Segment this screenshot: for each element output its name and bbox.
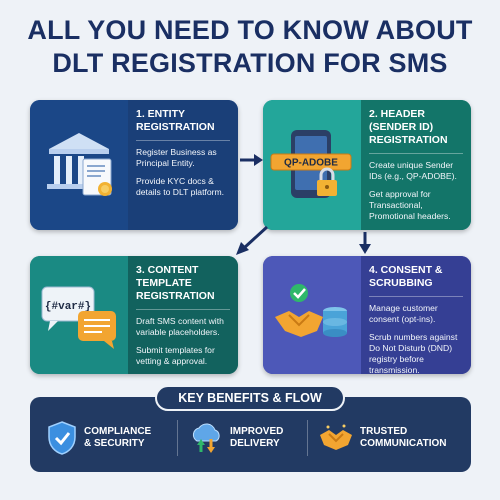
- benefit-1-line-2: & SECURITY: [84, 438, 145, 449]
- card-3-text-2: Submit templates for vetting & approval.: [136, 345, 215, 366]
- benefits-title: KEY BENEFITS & FLOW: [155, 385, 345, 411]
- handshake-icon: [320, 424, 352, 450]
- benefit-compliance: COMPLIANCE & SECURITY: [46, 418, 151, 458]
- chat-bubbles-icon: {#var#}: [30, 256, 128, 374]
- cloud-sync-icon: [192, 423, 220, 453]
- arrow-right-icon: [240, 154, 263, 166]
- card-2-heading: 2. HEADER (SENDER ID) REGISTRATION: [369, 108, 463, 154]
- card-4-text-2: Scrub numbers against Do Not Disturb (DN…: [369, 332, 458, 374]
- arrow-down-icon: [359, 232, 371, 254]
- benefit-1-line-1: COMPLIANCE: [84, 426, 152, 437]
- card-consent-scrubbing: 4. CONSENT & SCRUBBING Manage customer c…: [263, 256, 471, 374]
- card-content-template: {#var#} 3. CONTENT TEMPLATE REGISTRATION…: [30, 256, 238, 374]
- divider: [177, 420, 178, 456]
- phone-lock-icon: QP-ADOBE: [263, 100, 361, 230]
- card-1-text-2: Provide KYC docs & details to DLT platfo…: [136, 176, 225, 197]
- handshake-database-icon: [263, 256, 361, 374]
- benefit-2-line-1: IMPROVED: [230, 426, 284, 437]
- card-3-heading: 3. CONTENT TEMPLATE REGISTRATION: [136, 264, 230, 310]
- card-3-text-1: Draft SMS content with variable placehol…: [136, 316, 224, 337]
- card-2-text-1: Create unique Sender IDs (e.g., QP-ADOBE…: [369, 160, 457, 181]
- template-var-tag: {#var#}: [45, 301, 91, 313]
- title-line-2: DLT REGISTRATION FOR SMS: [52, 48, 448, 78]
- benefit-3-line-1: TRUSTED: [360, 426, 408, 437]
- benefit-trusted: TRUSTED COMMUNICATION: [318, 418, 446, 458]
- divider: [307, 420, 308, 456]
- card-2-text-2: Get approval for Transactional, Promotio…: [369, 189, 451, 221]
- card-entity-registration: 1. ENTITY REGISTRATION Register Business…: [30, 100, 238, 230]
- arrow-diagonal-icon: [236, 225, 269, 255]
- shield-check-icon: [48, 421, 76, 455]
- benefit-2-line-2: DELIVERY: [230, 438, 280, 449]
- card-4-text-1: Manage customer consent (opt-ins).: [369, 303, 438, 324]
- card-1-heading: 1. ENTITY REGISTRATION: [136, 108, 230, 141]
- page-title: ALL YOU NEED TO KNOW ABOUT DLT REGISTRAT…: [0, 14, 500, 80]
- benefit-delivery: IMPROVED DELIVERY: [188, 418, 283, 458]
- card-1-text-1: Register Business as Principal Entity.: [136, 147, 217, 168]
- bank-building-icon: [30, 100, 128, 230]
- benefit-3-line-2: COMMUNICATION: [360, 438, 447, 449]
- title-line-1: ALL YOU NEED TO KNOW ABOUT: [27, 15, 473, 45]
- card-4-heading: 4. CONSENT & SCRUBBING: [369, 264, 463, 297]
- sender-id-badge: QP-ADOBE: [284, 158, 338, 169]
- card-header-registration: QP-ADOBE 2. HEADER (SENDER ID) REGISTRAT…: [263, 100, 471, 230]
